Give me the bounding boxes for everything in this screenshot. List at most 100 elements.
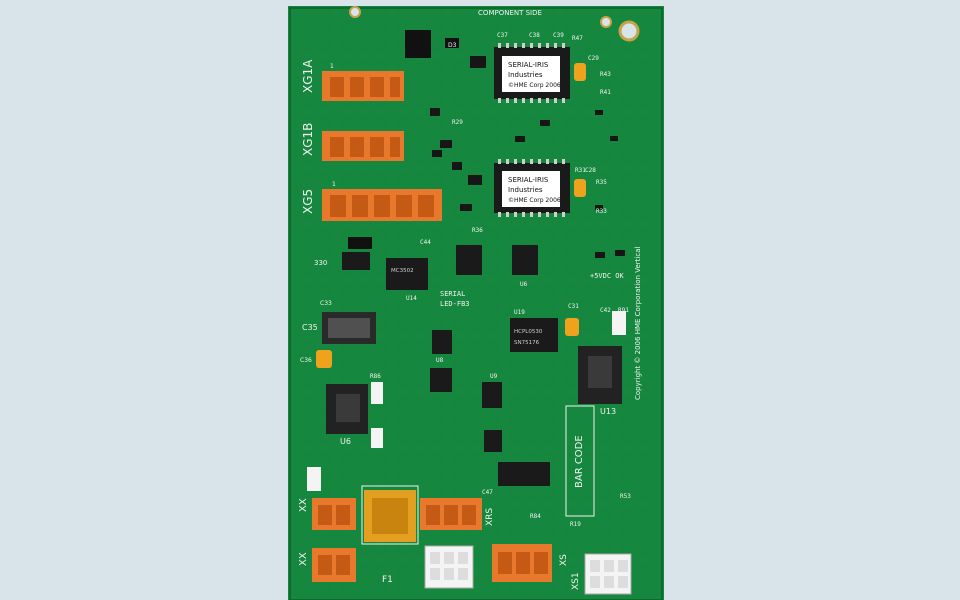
svg-text:U19: U19 xyxy=(514,309,525,316)
tantalum-capacitor xyxy=(574,63,586,81)
svg-text:©HME Corp 2006: ©HME Corp 2006 xyxy=(508,82,561,89)
tantalum-capacitor xyxy=(565,318,579,336)
svg-text:330: 330 xyxy=(314,259,327,267)
svg-text:SERIAL: SERIAL xyxy=(440,290,465,298)
smd-diode xyxy=(342,252,370,270)
svg-text:C36: C36 xyxy=(300,357,312,364)
svg-text:R36: R36 xyxy=(472,227,483,234)
svg-text:BAR CODE: BAR CODE xyxy=(574,435,585,488)
connector-xs1: XS1 xyxy=(571,553,632,595)
chip-label-sticker xyxy=(502,56,560,92)
svg-text:MC3502: MC3502 xyxy=(391,268,414,274)
svg-text:R19: R19 xyxy=(570,521,581,528)
mounting-holes xyxy=(349,6,640,42)
svg-text:U6: U6 xyxy=(340,437,351,446)
bar-code-area: BAR CODE xyxy=(565,405,595,517)
svg-text:C29: C29 xyxy=(588,55,599,62)
connector-xx-top: XX xyxy=(298,498,356,530)
copyright-text: Copyright © 2006 HME Corporation Vertica… xyxy=(634,247,642,400)
sticker-label xyxy=(307,467,321,491)
serial-iris-chip-1: SERIAL-IRIS Industries ©HME Corp 2006 xyxy=(494,43,570,103)
svg-text:R41: R41 xyxy=(600,89,611,96)
svg-text:C28: C28 xyxy=(585,167,596,174)
tantalum-capacitor xyxy=(316,350,332,368)
ic-array xyxy=(498,462,550,486)
svg-text:R35: R35 xyxy=(596,179,607,186)
sticker-label xyxy=(371,382,383,404)
svg-text:Industries: Industries xyxy=(508,186,543,194)
svg-text:©HME Corp 2006: ©HME Corp 2006 xyxy=(508,197,561,204)
svg-text:C42: C42 xyxy=(600,307,611,314)
ic-u15: MC3502 xyxy=(386,258,428,290)
connector-xrs: XRS xyxy=(420,498,495,530)
svg-text:U9: U9 xyxy=(490,373,498,380)
fuse-f1: F1 xyxy=(361,485,419,585)
svg-text:C47: C47 xyxy=(482,489,493,496)
svg-text:R91: R91 xyxy=(618,307,629,314)
svg-text:R33: R33 xyxy=(596,208,607,215)
ic-u9 xyxy=(430,368,452,392)
connector-white-left xyxy=(424,545,474,589)
svg-text:XS: XS xyxy=(559,554,569,566)
svg-text:C31: C31 xyxy=(568,303,579,310)
label-xg1b: XG1B xyxy=(301,123,315,156)
svg-text:R84: R84 xyxy=(530,513,541,520)
svg-text:XS1: XS1 xyxy=(571,572,581,590)
svg-text:XX: XX xyxy=(298,552,309,566)
label-d3: D3 xyxy=(448,42,457,49)
ic-u8 xyxy=(432,330,452,354)
svg-text:LED-FB3: LED-FB3 xyxy=(440,300,470,308)
sticker-label xyxy=(371,428,383,448)
connector-xg1b: XG1B xyxy=(301,123,404,161)
chip-label-sticker xyxy=(502,171,560,207)
svg-text:R86: R86 xyxy=(370,373,381,380)
svg-text:R53: R53 xyxy=(620,493,631,500)
pin-header xyxy=(405,30,431,58)
svg-text:XX: XX xyxy=(298,498,309,512)
smd-components xyxy=(430,56,625,258)
svg-text:R47: R47 xyxy=(572,35,583,42)
svg-text:R29: R29 xyxy=(452,119,463,126)
svg-text:C33: C33 xyxy=(320,300,332,307)
ic-u19: HCPL0530 SN75176 xyxy=(510,318,558,352)
svg-text:C38: C38 xyxy=(529,32,540,39)
connector-xg1a: XG1A 1 xyxy=(301,59,404,101)
connector-xg5: XG5 1 xyxy=(301,181,442,221)
component-side-label: COMPONENT SIDE xyxy=(478,9,542,17)
svg-text:U6: U6 xyxy=(520,281,528,288)
connector-xx-bottom: XX xyxy=(298,548,356,582)
ic-soic xyxy=(484,430,502,452)
label-xg1a: XG1A xyxy=(301,59,315,93)
ic-soic xyxy=(456,245,482,275)
svg-text:Industries: Industries xyxy=(508,71,543,79)
svg-text:F1: F1 xyxy=(382,575,393,585)
inductor-c35: C35 C33 xyxy=(302,300,376,344)
svg-text:C37: C37 xyxy=(497,32,508,39)
svg-text:SN75176: SN75176 xyxy=(514,340,540,346)
svg-text:SERIAL-IRIS: SERIAL-IRIS xyxy=(508,61,549,69)
voltage-regulator-u6: U6 xyxy=(326,384,368,446)
svg-text:U13: U13 xyxy=(600,407,616,416)
connector-xs: XS xyxy=(492,544,569,582)
sticker-label xyxy=(612,311,626,335)
svg-text:C35: C35 xyxy=(302,323,318,332)
svg-text:U14: U14 xyxy=(406,295,417,302)
voltage-regulator-u13: U13 xyxy=(578,346,622,416)
svg-text:C39: C39 xyxy=(553,32,564,39)
ic-soic xyxy=(512,245,538,275)
svg-text:XRS: XRS xyxy=(485,508,495,526)
svg-text:+5VDC OK: +5VDC OK xyxy=(590,272,625,280)
svg-text:1: 1 xyxy=(330,63,334,70)
tantalum-capacitor xyxy=(574,179,586,197)
svg-text:R31: R31 xyxy=(575,167,586,174)
label-xg5: XG5 xyxy=(301,189,315,214)
svg-text:C44: C44 xyxy=(420,239,431,246)
svg-text:U8: U8 xyxy=(436,357,444,364)
svg-text:HCPL0530: HCPL0530 xyxy=(514,329,543,335)
svg-text:R43: R43 xyxy=(600,71,611,78)
svg-text:SERIAL-IRIS: SERIAL-IRIS xyxy=(508,176,549,184)
svg-text:1: 1 xyxy=(332,181,336,188)
ic-u5 xyxy=(482,382,502,408)
serial-iris-chip-2: SERIAL-IRIS Industries ©HME Corp 2006 xyxy=(494,159,570,217)
